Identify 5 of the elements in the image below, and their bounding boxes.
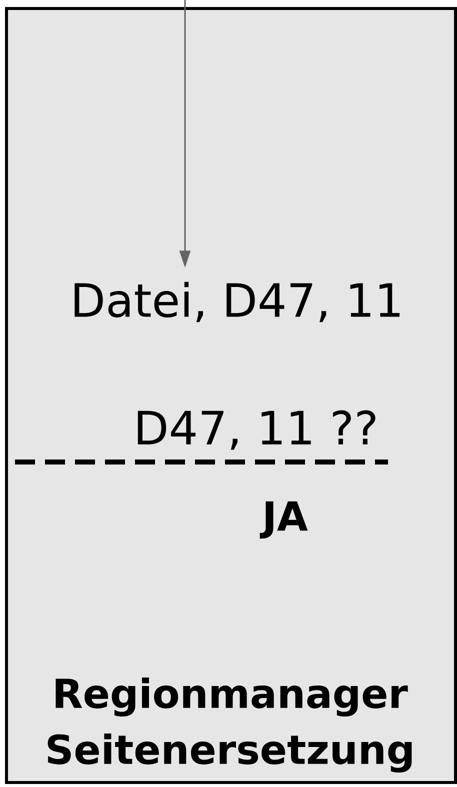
box-heading: Regionmanager Seitenersetzung	[48, 678, 412, 773]
box-text: JA	[260, 501, 308, 539]
box-text: D47, 11 ??	[138, 410, 376, 450]
region-box	[5, 7, 457, 784]
box-text: Datei, D47, 11	[74, 282, 400, 322]
